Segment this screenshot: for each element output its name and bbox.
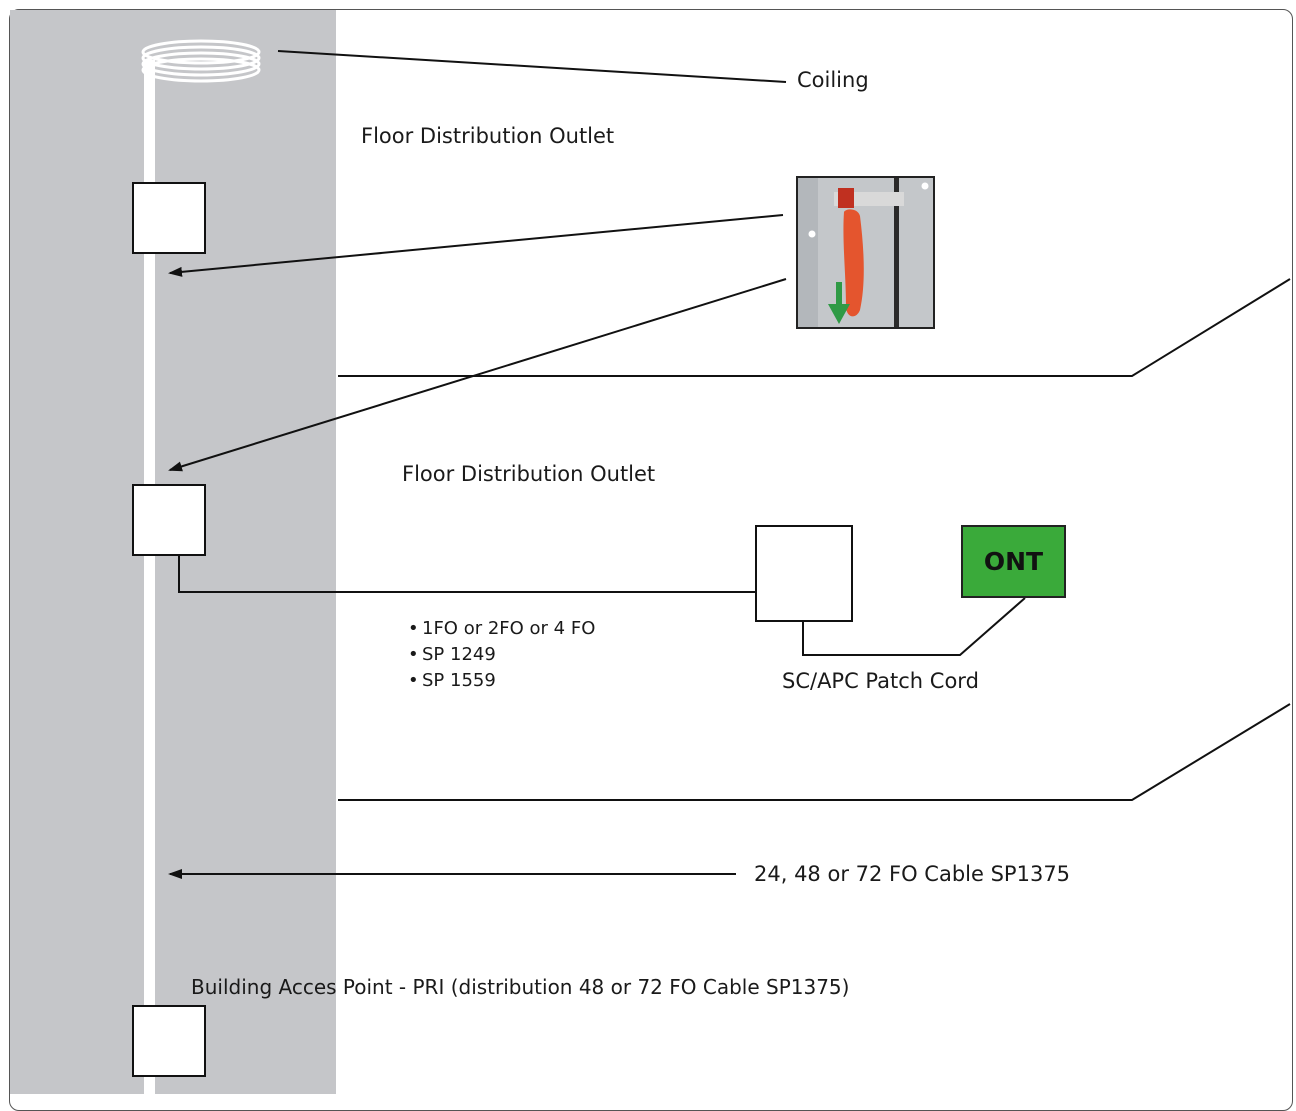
building-access-label: Building Acces Point - PRI (distribution…: [191, 975, 850, 999]
drop-cable: [178, 555, 756, 593]
coiling-leader: [277, 50, 787, 83]
building-access-box: [132, 1005, 206, 1077]
floor-outlet-label-mid: Floor Distribution Outlet: [402, 462, 656, 486]
patch-cord-label: SC/APC Patch Cord: [782, 669, 979, 693]
patch-cord: [802, 597, 1026, 656]
ont-label: ONT: [983, 547, 1044, 576]
ont-box: ONT: [961, 525, 1066, 598]
riser-cable: [144, 60, 155, 1094]
floor-outlet-box-mid: [132, 484, 206, 556]
floor-divider-1: [338, 278, 1291, 377]
spec-item: SP 1559: [408, 668, 595, 694]
riser-cable-label: 24, 48 or 72 FO Cable SP1375: [754, 862, 1071, 886]
coiling-label: Coiling: [797, 68, 869, 92]
outlet-photo: [796, 176, 935, 329]
floor-divider-2: [338, 703, 1291, 801]
floor-outlet-box-top: [132, 182, 206, 254]
arrow-upper: [168, 214, 784, 277]
coil-icon: [141, 39, 261, 83]
arrow-lower: [168, 278, 787, 472]
floor-outlet-label-top: Floor Distribution Outlet: [361, 124, 615, 148]
spec-item: 1FO or 2FO or 4 FO: [408, 616, 595, 642]
user-socket-box: [755, 525, 853, 622]
spec-item: SP 1249: [408, 642, 595, 668]
drop-cable-spec-list: 1FO or 2FO or 4 FO SP 1249 SP 1559: [408, 616, 595, 694]
